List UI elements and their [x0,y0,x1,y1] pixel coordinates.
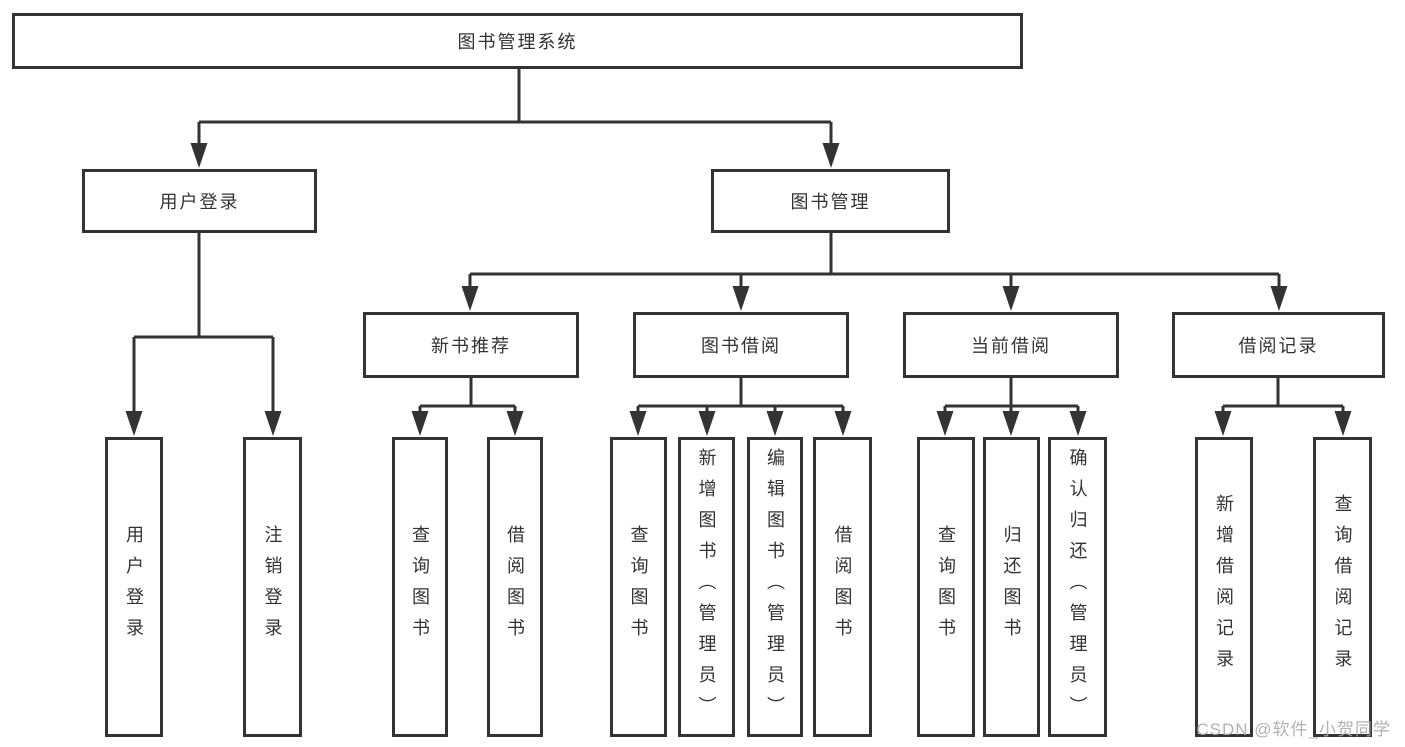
node-borrowing-records: 借阅记录 [1172,312,1385,378]
arrowhead [766,411,784,436]
arrowhead [506,411,524,436]
leaf-add-borrow-record: 新增借阅记录 [1195,437,1253,737]
leaf-add-books-admin: 新增图书（管理员） [678,437,735,737]
leaf-label: 查询借阅记录 [1332,494,1353,680]
leaf-label: 归还图书 [1001,525,1022,649]
node-label: 图书借阅 [701,336,781,356]
node-label: 图书管理系统 [457,32,578,52]
leaf-user-login: 用户登录 [105,437,163,737]
node-book-borrowing: 图书借阅 [633,312,849,378]
connector-root [197,69,833,145]
node-user-login: 用户登录 [82,169,317,233]
arrowhead [732,286,750,311]
arrowhead [125,411,143,436]
leaf-label: 查询图书 [628,525,649,649]
leaf-edit-books-admin: 编辑图书（管理员） [747,437,803,737]
leaf-label: 用户登录 [124,525,144,649]
arrowhead [698,411,716,436]
node-label: 当前借阅 [971,336,1051,356]
arrowhead [264,411,282,436]
node-new-book-recommend: 新书推荐 [363,312,579,378]
node-label: 图书管理 [790,192,871,212]
arrowhead [411,411,429,436]
arrowhead [1334,411,1352,436]
arrowhead [834,411,852,436]
leaf-query-borrow-record: 查询借阅记录 [1313,437,1372,737]
arrowhead [190,143,208,168]
node-label: 新书推荐 [431,336,511,356]
connector-book-management [468,233,1281,287]
leaf-query-books-current: 查询图书 [917,437,975,737]
leaf-label: 新增图书（管理员） [696,447,717,727]
leaf-label: 新增借阅记录 [1214,494,1234,680]
leaf-label: 编辑图书（管理员） [765,447,785,727]
node-label: 借阅记录 [1238,336,1319,356]
leaf-logout: 注销登录 [243,437,302,737]
arrowhead [461,286,479,311]
leaf-query-books-borrowing: 查询图书 [610,437,667,737]
leaf-query-books-recommend: 查询图书 [392,437,448,737]
leaf-return-books: 归还图书 [983,437,1040,737]
arrowhead [1214,411,1232,436]
leaf-label: 查询图书 [936,525,956,649]
watermark: CSDN @软件_小贺同学 [1196,720,1391,739]
node-label: 用户登录 [159,192,240,212]
arrowhead [822,143,840,168]
leaf-label: 借阅图书 [832,525,853,649]
leaf-label: 确认归还（管理员） [1067,447,1088,727]
arrowhead [1002,286,1020,311]
connector-new-book-recommend [418,378,517,412]
leaf-label: 查询图书 [410,525,430,649]
connector-current-borrowing [943,378,1080,412]
arrowhead [936,411,954,436]
arrowhead [1270,286,1288,311]
connector-user-login [132,233,275,412]
arrowhead [629,411,647,436]
leaf-borrow-books-borrowing: 借阅图书 [813,437,872,737]
arrowhead [1002,411,1020,436]
connector-borrowing-records [1221,378,1345,412]
connector-book-borrowing [636,378,845,412]
leaf-label: 注销登录 [262,525,283,649]
node-book-management: 图书管理 [711,169,950,233]
leaf-borrow-books-recommend: 借阅图书 [487,437,543,737]
node-root-system: 图书管理系统 [12,13,1023,69]
arrowhead [1069,411,1087,436]
leaf-label: 借阅图书 [505,525,525,649]
leaf-confirm-return-admin: 确认归还（管理员） [1048,437,1107,737]
node-current-borrowing: 当前借阅 [903,312,1119,378]
